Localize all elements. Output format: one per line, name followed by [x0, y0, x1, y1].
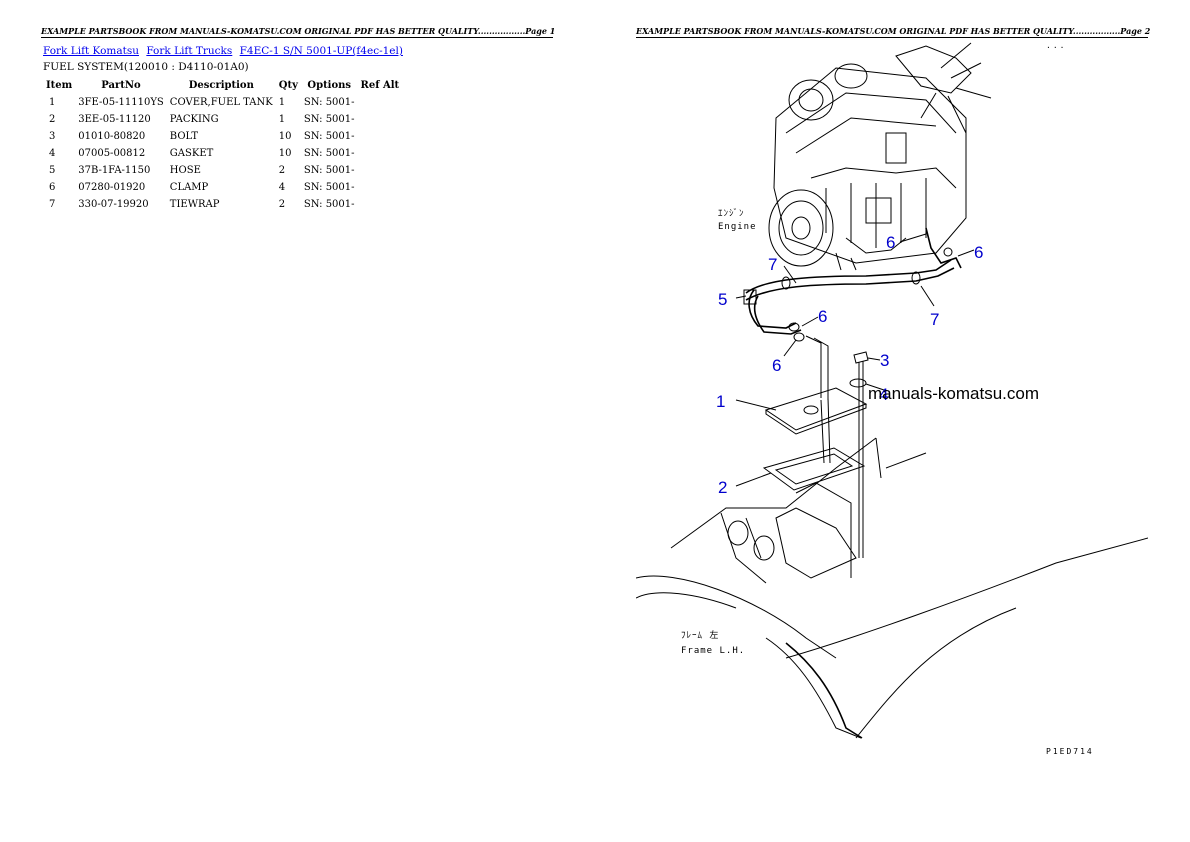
cell-refalt: [358, 196, 403, 213]
col-options: Options: [307, 80, 352, 91]
breadcrumb-link-brand[interactable]: Fork Lift Komatsu: [43, 45, 139, 57]
callout-gasket: 4: [879, 385, 888, 404]
breadcrumb-link-category[interactable]: Fork Lift Trucks: [146, 45, 233, 57]
table-row: 4 07005-00812 GASKET 10 SN: 5001-: [43, 145, 402, 162]
diagram-top-code: ...: [1046, 41, 1066, 50]
cell-item: 2: [49, 114, 56, 125]
parts-table: Item PartNo Description Qty Options Ref …: [43, 77, 402, 213]
cell-qty: 10: [278, 131, 292, 142]
frame-label-jp: ﾌﾚｰﾑ 左: [681, 629, 719, 641]
engine-label: Engine: [718, 222, 757, 232]
cell-refalt: [358, 111, 403, 128]
engine-label-jp: ｴﾝｼﾞﾝ: [718, 208, 745, 219]
cell-partno: 3EE-05-11120: [78, 114, 151, 125]
col-description: Description: [188, 80, 254, 91]
cell-qty: 1: [278, 114, 286, 125]
cell-options: SN: 5001-: [303, 114, 355, 125]
engine-illustration: [768, 42, 992, 271]
col-qty: Qty: [278, 80, 298, 91]
page-header-left: EXAMPLE PARTSBOOK FROM MANUALS-KOMATSU.C…: [41, 26, 556, 38]
frame-label: Frame L.H.: [681, 646, 745, 656]
cell-refalt: [358, 179, 403, 196]
cell-item: 5: [49, 165, 56, 176]
cell-item: 4: [49, 148, 56, 159]
cell-partno: 330-07-19920: [78, 199, 149, 210]
callout-clamp-2: 6: [974, 243, 983, 262]
cell-qty: 10: [278, 148, 292, 159]
callout-packing: 2: [718, 478, 727, 497]
hose-connector: [743, 289, 757, 305]
cell-item: 3: [49, 131, 56, 142]
table-row: 1 3FE-05-11110YS COVER,FUEL TANK 1 SN: 5…: [43, 94, 402, 111]
fuel-tank-cover-illustration: [764, 387, 868, 464]
callout-clamp-1: 6: [886, 233, 895, 252]
cell-refalt: [358, 145, 403, 162]
watermark: manuals-komatsu.com: [868, 384, 1039, 403]
table-row: 2 3EE-05-11120 PACKING 1 SN: 5001-: [43, 111, 402, 128]
table-row: 5 37B-1FA-1150 HOSE 2 SN: 5001-: [43, 162, 402, 179]
cell-item: 6: [49, 182, 56, 193]
cell-refalt: [358, 94, 403, 111]
table-row: 6 07280-01920 CLAMP 4 SN: 5001-: [43, 179, 402, 196]
callout-clamp-4: 6: [772, 356, 781, 375]
cell-options: SN: 5001-: [303, 97, 355, 108]
cell-item: 1: [49, 97, 56, 108]
cell-qty: 1: [278, 97, 286, 108]
cell-options: SN: 5001-: [303, 182, 355, 193]
col-partno: PartNo: [101, 80, 141, 91]
section-title: FUEL SYSTEM(120010 : D4110-01A0): [43, 61, 249, 73]
cell-options: SN: 5001-: [303, 131, 355, 142]
cell-partno: 07005-00812: [78, 148, 146, 159]
table-row: 7 330-07-19920 TIEWRAP 2 SN: 5001-: [43, 196, 402, 213]
cell-description: HOSE: [169, 165, 201, 176]
cell-options: SN: 5001-: [303, 148, 355, 159]
cell-options: SN: 5001-: [303, 165, 355, 176]
breadcrumb-link-model[interactable]: F4EC-1 S/N 5001-UP(f4ec-1el): [239, 45, 403, 57]
page-header-right: EXAMPLE PARTSBOOK FROM MANUALS-KOMATSU.C…: [636, 26, 1151, 38]
cell-description: CLAMP: [169, 182, 209, 193]
cell-description: TIEWRAP: [169, 199, 220, 210]
cell-partno: 37B-1FA-1150: [78, 165, 151, 176]
breadcrumb: Fork Lift Komatsu Fork Lift Trucks F4EC-…: [43, 45, 407, 57]
cell-partno: 07280-01920: [78, 182, 146, 193]
bolt-illustration: [853, 351, 869, 558]
diagram-page-code: P1ED714: [1046, 747, 1094, 756]
table-header-row: Item PartNo Description Qty Options Ref …: [43, 77, 402, 94]
cell-refalt: [358, 162, 403, 179]
callout-tiewrap-1: 7: [768, 255, 777, 274]
gasket-illustration: [849, 378, 867, 388]
cell-description: COVER,FUEL TANK: [169, 97, 273, 108]
cell-partno: 01010-80820: [78, 131, 146, 142]
cell-qty: 2: [278, 165, 286, 176]
cell-partno: 3FE-05-11110YS: [78, 97, 164, 108]
leader-lines: [735, 233, 975, 487]
cell-qty: 4: [278, 182, 286, 193]
callout-clamp-3: 6: [818, 307, 827, 326]
cell-item: 7: [49, 199, 56, 210]
callout-tiewrap-2: 7: [930, 310, 939, 329]
packing-illustration: [762, 447, 866, 491]
col-refalt: Ref Alt: [360, 80, 400, 91]
parts-diagram: ... ｴﾝｼﾞﾝ Engine: [636, 41, 1148, 756]
cell-description: GASKET: [169, 148, 214, 159]
callout-bolt: 3: [880, 351, 889, 370]
callout-hose: 5: [718, 290, 727, 309]
cell-refalt: [358, 128, 403, 145]
cell-description: PACKING: [169, 114, 219, 125]
cell-qty: 2: [278, 199, 286, 210]
cell-description: BOLT: [169, 131, 199, 142]
callout-cover: 1: [716, 392, 725, 411]
table-row: 3 01010-80820 BOLT 10 SN: 5001-: [43, 128, 402, 145]
fuel-hose-illustration: [743, 227, 962, 400]
cell-options: SN: 5001-: [303, 199, 355, 210]
frame-illustration: [636, 437, 1148, 739]
col-item: Item: [46, 80, 73, 91]
